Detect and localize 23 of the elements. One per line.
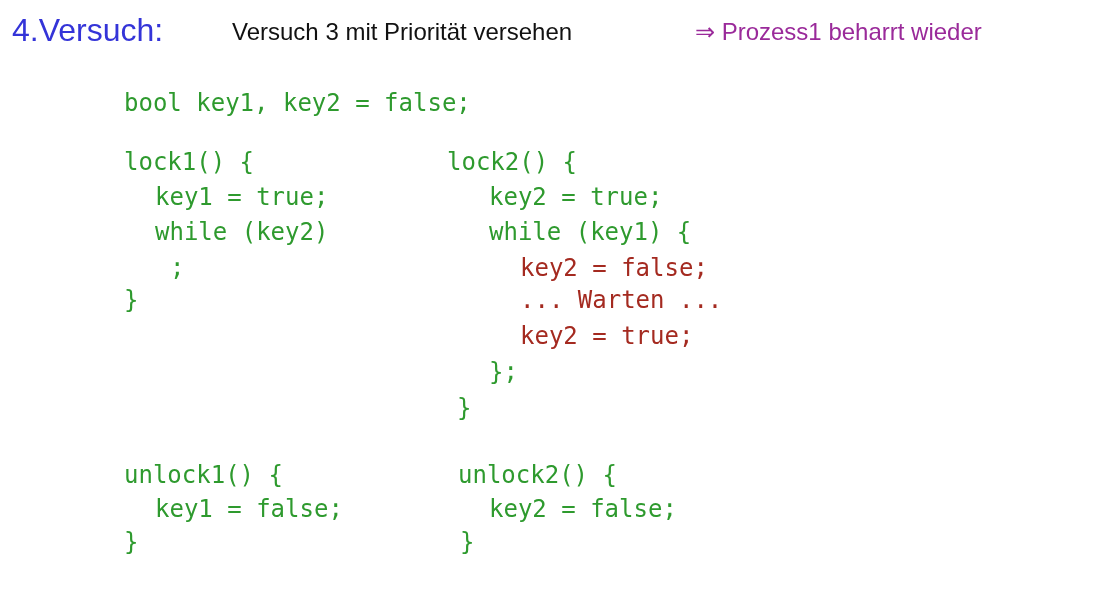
code-line: } — [124, 288, 139, 312]
code-line: while (key2) — [155, 220, 329, 244]
code-line: unlock1() { — [124, 463, 283, 487]
code-line: }; — [489, 360, 518, 384]
code-line: lock2() { — [447, 150, 578, 174]
code-line: } — [457, 396, 472, 420]
code-line: } — [460, 530, 475, 554]
code-line: key1 = true; — [155, 185, 329, 209]
code-line: ; — [170, 256, 185, 280]
code-line: key2 = true; — [520, 324, 694, 348]
slide-title: 4.Versuch: — [12, 14, 164, 46]
code-line: key1 = false; — [155, 497, 343, 521]
code-line: while (key1) { — [489, 220, 692, 244]
code-line: key2 = false; — [520, 256, 708, 280]
code-line: } — [124, 530, 139, 554]
code-line: ... Warten ... — [520, 288, 723, 312]
subtitle-text: ⇒ Prozess1 beharrt wieder — [695, 20, 982, 44]
code-line: lock1() { — [124, 150, 255, 174]
code-line: unlock2() { — [458, 463, 617, 487]
code-line: key2 = true; — [489, 185, 663, 209]
subtitle-text: Versuch 3 mit Priorität versehen — [232, 20, 573, 44]
code-line: key2 = false; — [489, 497, 677, 521]
code-line: bool key1, key2 = false; — [124, 91, 471, 115]
